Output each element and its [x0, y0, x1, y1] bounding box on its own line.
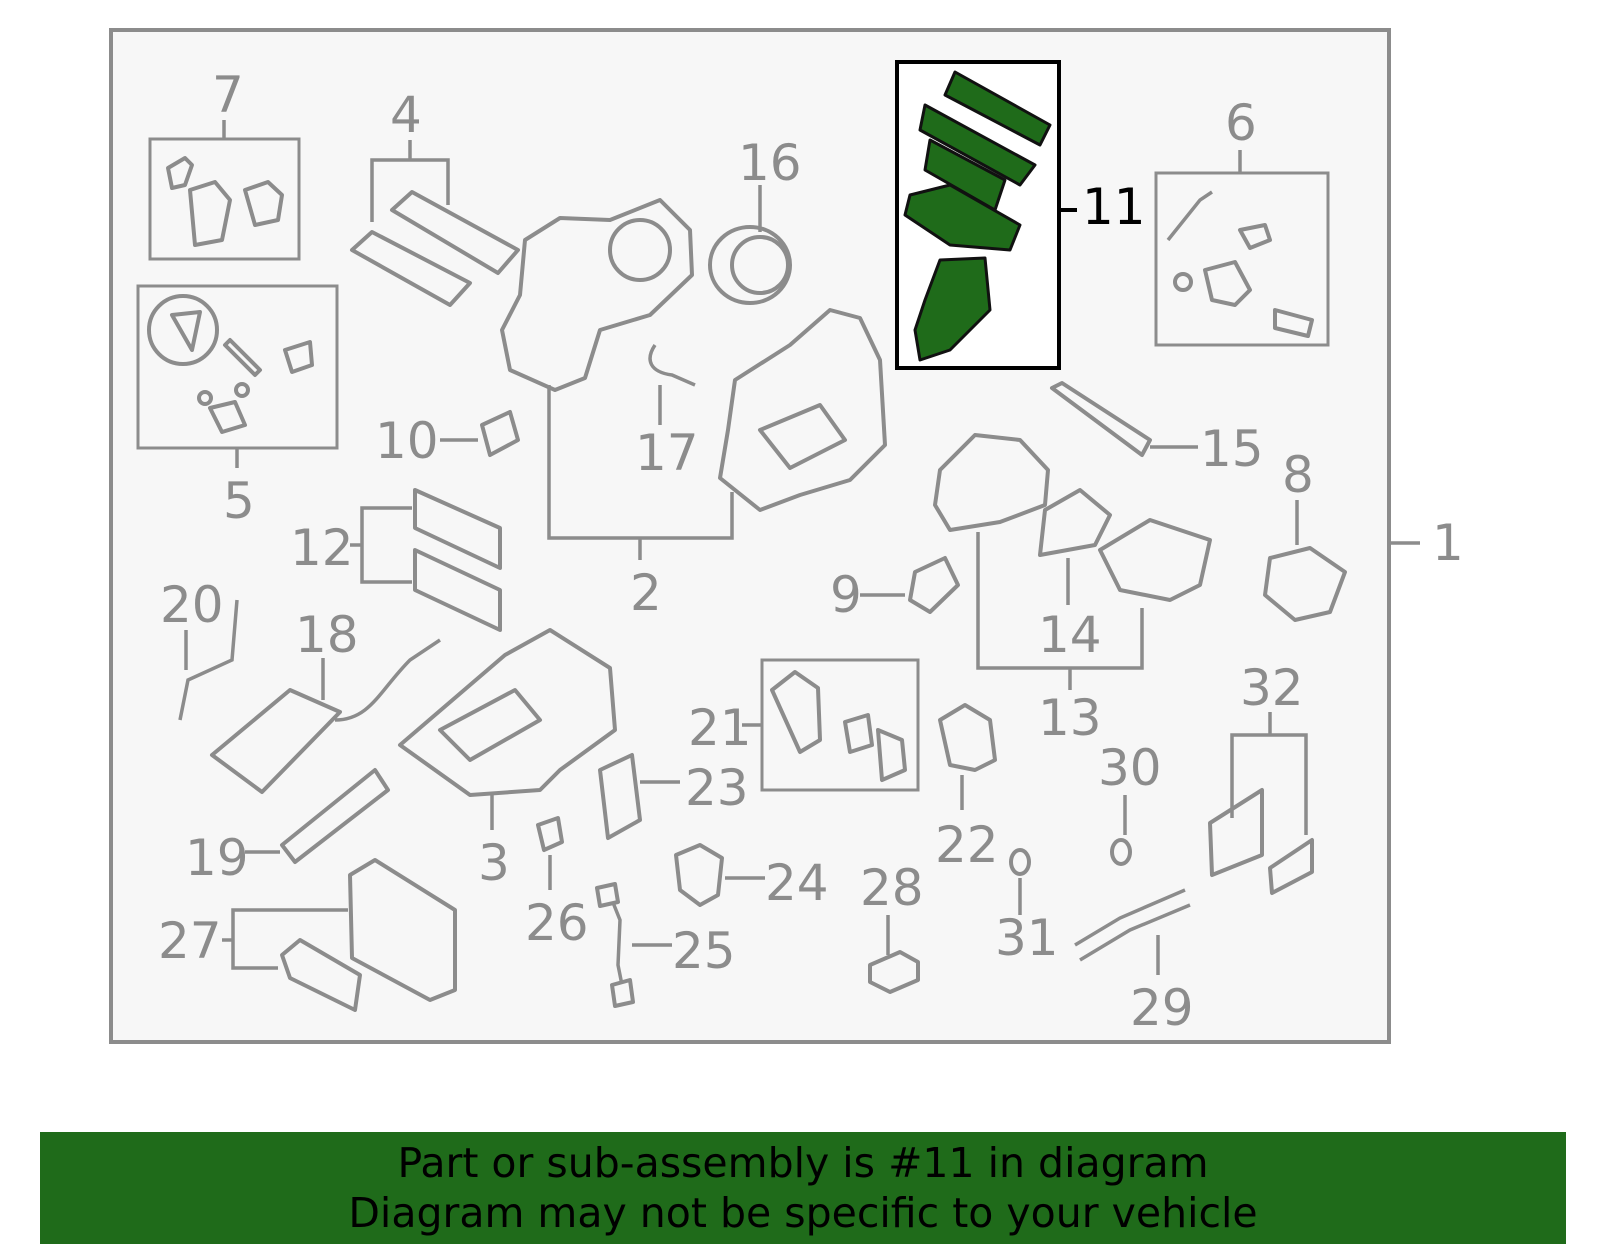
info-banner: Part or sub-assembly is #11 in diagram D…: [40, 1132, 1566, 1244]
callout-16: 16: [738, 134, 802, 192]
part-8-group[interactable]: [1263, 500, 1347, 622]
part-30-group[interactable]: [1110, 795, 1132, 866]
part-9-group[interactable]: [860, 556, 960, 614]
part-25-group[interactable]: [595, 882, 672, 1008]
part-13-group[interactable]: [933, 433, 1212, 690]
part-28-group[interactable]: [868, 915, 920, 994]
part-27-group[interactable]: [222, 858, 457, 1012]
callout-29: 29: [1130, 979, 1194, 1037]
callout-10: 10: [375, 412, 439, 470]
callout-11: 11: [1082, 178, 1146, 236]
callout-9: 9: [830, 566, 862, 624]
callout-7: 7: [212, 66, 244, 124]
callout-12: 12: [290, 519, 354, 577]
banner-line-1: Part or sub-assembly is #11 in diagram: [397, 1139, 1209, 1187]
callout-25: 25: [672, 922, 736, 980]
callout-21: 21: [688, 699, 752, 757]
part-5-group[interactable]: [136, 284, 339, 468]
part-26-group[interactable]: [536, 816, 564, 890]
callout-32: 32: [1240, 659, 1304, 717]
part-11-group[interactable]: [895, 60, 1077, 370]
part-24-group[interactable]: [674, 843, 765, 907]
part-17-group[interactable]: [648, 344, 696, 425]
callout-13: 13: [1038, 689, 1102, 747]
part-29-group[interactable]: [1074, 888, 1191, 975]
part-7-group[interactable]: [148, 120, 301, 261]
callout-30: 30: [1098, 739, 1162, 797]
banner-line-2: Diagram may not be specific to your vehi…: [348, 1189, 1258, 1237]
callout-18: 18: [295, 606, 359, 664]
part-21-group[interactable]: [742, 658, 920, 792]
part-18-group[interactable]: [210, 638, 441, 794]
part-20-group[interactable]: [178, 599, 239, 721]
callout-20: 20: [160, 576, 224, 634]
callout-14: 14: [1038, 606, 1102, 664]
part-31-group[interactable]: [1009, 848, 1031, 915]
part-15-group[interactable]: [1050, 381, 1198, 457]
part-4-group[interactable]: [350, 140, 520, 307]
part-3-group[interactable]: [398, 628, 617, 830]
callout-2: 2: [630, 564, 662, 622]
callout-27: 27: [158, 912, 222, 970]
callout-22: 22: [935, 816, 999, 874]
callout-26: 26: [525, 894, 589, 952]
part-22-group[interactable]: [938, 703, 997, 810]
callout-24: 24: [765, 854, 829, 912]
callout-labels: 1 2 3 4 5 6 7 8 9 10 11 12 13 14 15 16 1…: [158, 66, 1464, 1037]
callout-28: 28: [860, 859, 924, 917]
callout-8: 8: [1282, 446, 1314, 504]
part-16-group[interactable]: [708, 185, 792, 305]
part-19-group[interactable]: [245, 768, 390, 864]
callout-31: 31: [995, 909, 1059, 967]
callout-19: 19: [185, 829, 249, 887]
part-12-group[interactable]: [350, 488, 502, 632]
part-32-group[interactable]: [1208, 712, 1314, 895]
parts-diagram: 1 2 3 4 5 6 7 8 9 10 11 12 13 14 15 16 1…: [109, 28, 1464, 1044]
callout-15: 15: [1200, 420, 1264, 478]
part-6-group[interactable]: [1154, 150, 1330, 347]
callout-3: 3: [478, 834, 510, 892]
part-23-group[interactable]: [598, 753, 680, 840]
callout-17: 17: [635, 424, 699, 482]
callout-1: 1: [1432, 514, 1464, 572]
callout-6: 6: [1225, 94, 1257, 152]
callout-4: 4: [390, 86, 422, 144]
part-10-group[interactable]: [440, 410, 520, 457]
part-2-group[interactable]: [500, 198, 887, 560]
callout-23: 23: [685, 759, 749, 817]
callout-5: 5: [223, 472, 255, 530]
